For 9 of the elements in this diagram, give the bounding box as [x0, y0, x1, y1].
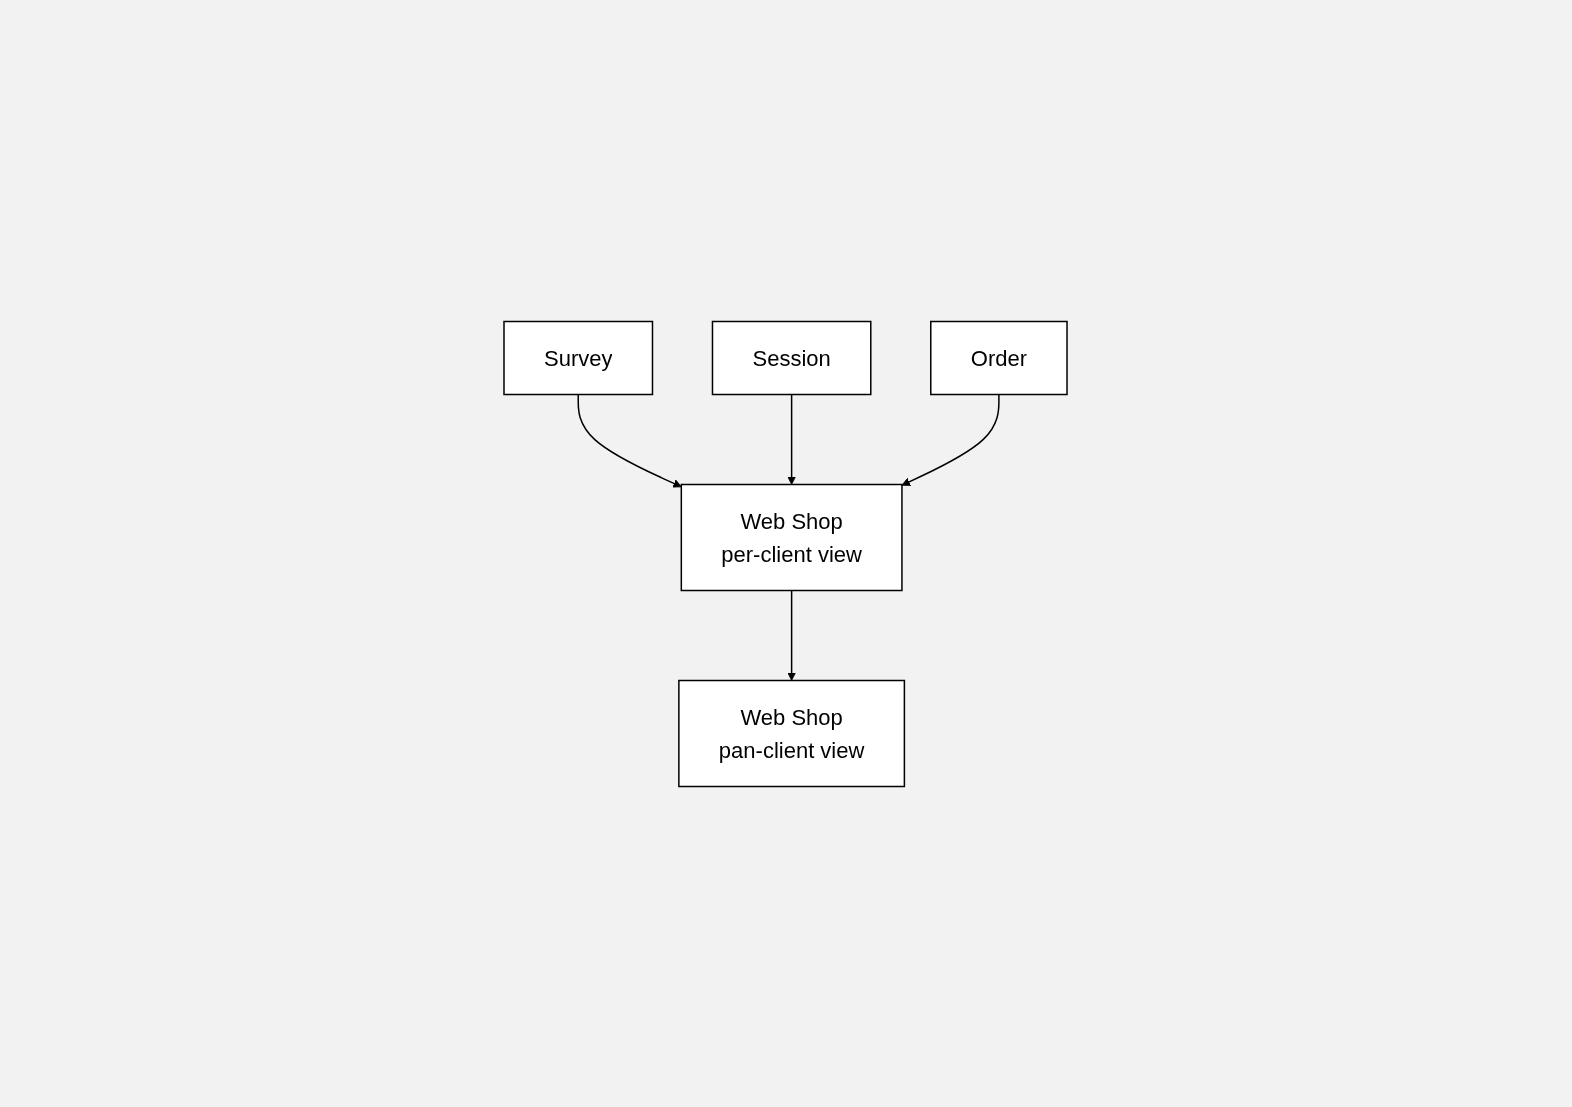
- node-box: Order: [930, 320, 1069, 395]
- arrow: [787, 393, 797, 485]
- node-box: Web Shop pan-client view: [678, 679, 906, 787]
- arrow: [787, 589, 797, 681]
- node-box: Web Shop per-client view: [681, 483, 904, 591]
- arrow: [578, 393, 683, 488]
- arrow: [902, 393, 1001, 486]
- node-box: Survey: [503, 320, 654, 395]
- node-box: Session: [712, 320, 872, 395]
